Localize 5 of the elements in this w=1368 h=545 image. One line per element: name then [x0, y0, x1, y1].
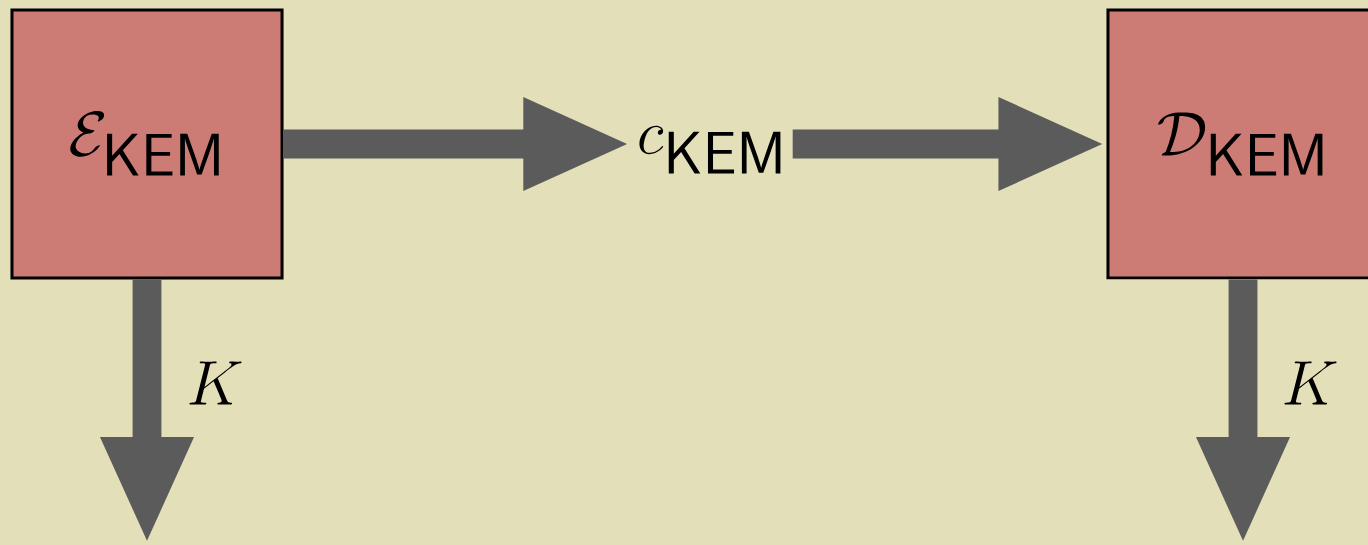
edge-label: $K$ [1284, 361, 1337, 405]
edge-label: $K$ [189, 361, 242, 405]
output-label: $c_{\mathsf{KEM}}$ [639, 125, 781, 174]
process-box: $\mathcal{E}_{\mathsf{KEM}}$ [10, 8, 284, 280]
process-box: $\mathcal{D}_{\mathsf{KEM}}$ [1106, 8, 1368, 280]
